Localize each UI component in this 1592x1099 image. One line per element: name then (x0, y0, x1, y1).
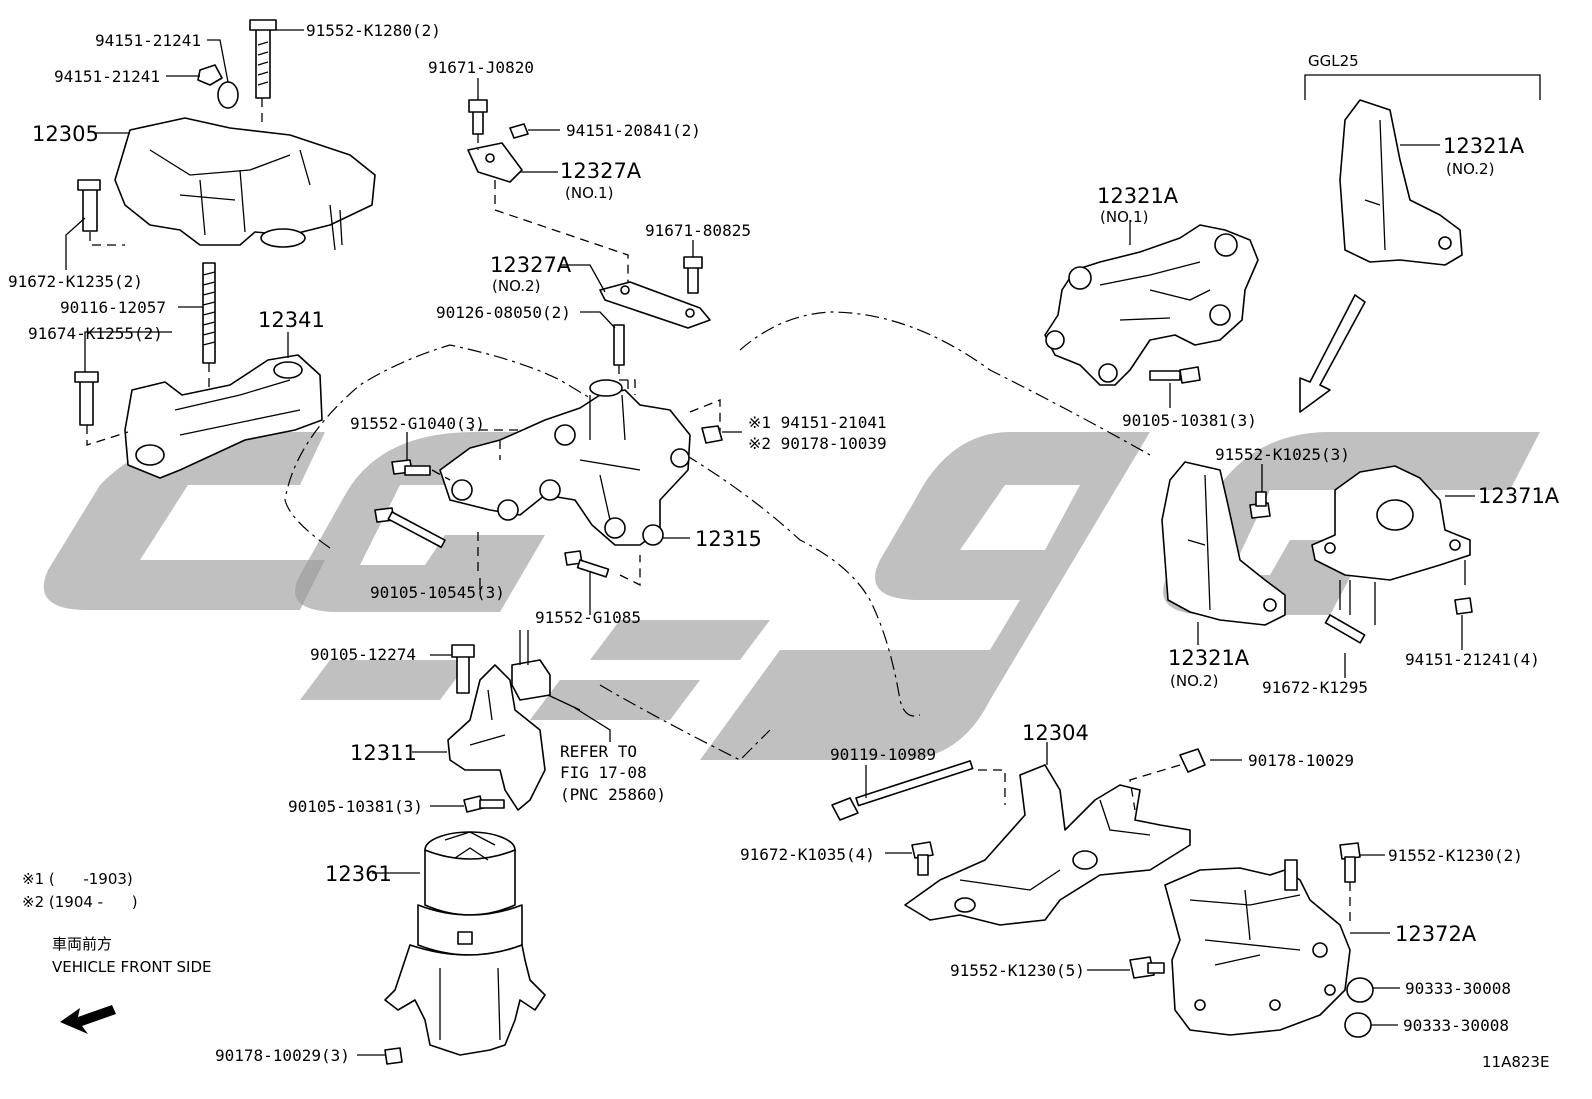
callout-labels: 94151-21241 94151-21241 91552-K1280(2) 1… (8, 21, 1560, 1071)
part-bolts-center (374, 459, 641, 587)
label-90178-10029: 90178-10029 (1248, 751, 1354, 770)
label-90105-10545: 90105-10545(3) (370, 583, 505, 602)
label-12305: 12305 (32, 122, 99, 146)
label-91671-80825: 91671-80825 (645, 221, 751, 240)
engine-outline (284, 311, 1151, 761)
part-12315-bracket (439, 379, 723, 546)
label-91552-k1280: 91552-K1280(2) (306, 21, 441, 40)
note-2: ※2 (1904 - ) (22, 893, 138, 911)
label-12361: 12361 (325, 862, 392, 886)
label-90105-12274: 90105-12274 (310, 645, 416, 664)
vehicle-front-arrow-icon (60, 1005, 116, 1034)
label-ggl25: GGL25 (1308, 52, 1359, 70)
label-12327a-no1: 12327A (560, 159, 642, 183)
label-94151-20841: 94151-20841(2) (566, 121, 701, 140)
label-91674-k1255: 91674-K1255(2) (28, 324, 163, 343)
label-91552-g1085: 91552-G1085 (535, 608, 641, 627)
label-12321a-no2-top: 12321A (1443, 134, 1525, 158)
label-12304: 12304 (1022, 721, 1089, 745)
part-12321a-no2-bracket (1161, 461, 1286, 626)
label-90105-10381-right: 90105-10381(3) (1122, 411, 1257, 430)
part-12341-bracket (74, 354, 323, 479)
label-12327a-no1-sub: (NO.1) (565, 184, 613, 202)
label-12321a-no1-sub: (NO.1) (1100, 208, 1148, 226)
label-94151-21241-4: 94151-21241(4) (1405, 650, 1540, 669)
label-refer-line3: (PNC 25860) (560, 785, 666, 804)
part-12321a-no1-bracket (1044, 224, 1259, 386)
part-12372a-bracket (1129, 842, 1374, 1038)
label-90105-10381-left: 90105-10381(3) (288, 797, 423, 816)
note-front-en: VEHICLE FRONT SIDE (52, 958, 212, 976)
watermark-logo (43, 432, 1540, 760)
note-front-jp: 車両前方 (52, 935, 112, 953)
part-12361-mount (384, 831, 546, 1065)
label-90126-08050: 90126-08050(2) (436, 303, 571, 322)
label-12341: 12341 (258, 308, 325, 332)
part-12311-bracket (447, 630, 581, 813)
label-12321a-no2-top-sub: (NO.2) (1446, 160, 1494, 178)
label-12311: 12311 (350, 741, 417, 765)
label-91671-j0820: 91671-J0820 (428, 58, 534, 77)
leader-lines (65, 29, 1475, 1056)
label-94151-21241-b: 94151-21241 (54, 67, 160, 86)
label-91672-k1295: 91672-K1295 (1262, 678, 1368, 697)
label-12321a-no2-sub: (NO.2) (1170, 672, 1218, 690)
label-94151-21041: ※1 94151-21041 (748, 413, 887, 432)
label-12371a: 12371A (1478, 484, 1560, 508)
part-12305-mount-upper (77, 19, 376, 251)
part-12304-bracket (831, 748, 1206, 926)
label-90116-12057: 90116-12057 (60, 298, 166, 317)
part-12321a-no2-top-bracket (1339, 99, 1463, 266)
part-12371a-mount (1311, 465, 1473, 644)
label-91552-k1025: 91552-K1025(3) (1215, 445, 1350, 464)
figure-code: 11A823E (1482, 1053, 1549, 1071)
label-90178-10029-bottom: 90178-10029(3) (215, 1046, 350, 1065)
label-91552-k1230-5: 91552-K1230(5) (950, 961, 1085, 980)
label-91672-k1035: 91672-K1035(4) (740, 845, 875, 864)
label-12315: 12315 (695, 527, 762, 551)
part-12327a-no2-bracket (599, 256, 711, 395)
label-12372a: 12372A (1395, 922, 1477, 946)
label-refer-line1: REFER TO (560, 742, 637, 761)
label-12321a-no2: 12321A (1168, 646, 1250, 670)
label-90178-10039: ※2 90178-10039 (748, 434, 887, 453)
label-12321a-no1: 12321A (1097, 184, 1179, 208)
label-12327a-no2: 12327A (490, 253, 572, 277)
direction-arrow-big (1299, 294, 1366, 413)
note-1: ※1 ( -1903) (22, 870, 133, 888)
label-refer-line2: FIG 17-08 (560, 763, 647, 782)
label-91552-g1040: 91552-G1040(3) (350, 414, 485, 433)
label-91552-k1230-2: 91552-K1230(2) (1388, 846, 1523, 865)
label-91672-k1235: 91672-K1235(2) (8, 272, 143, 291)
label-90333-30008-a: 90333-30008 (1405, 979, 1511, 998)
part-12327a-no1-bracket (467, 99, 629, 290)
label-90119-10989: 90119-10989 (830, 745, 936, 764)
part-90116-12057-stud (202, 262, 262, 391)
ggl25-bracket-line (1304, 74, 1541, 100)
label-94151-21241-a: 94151-21241 (95, 31, 201, 50)
label-90333-30008-b: 90333-30008 (1403, 1016, 1509, 1035)
label-12327a-no2-sub: (NO.2) (492, 277, 540, 295)
